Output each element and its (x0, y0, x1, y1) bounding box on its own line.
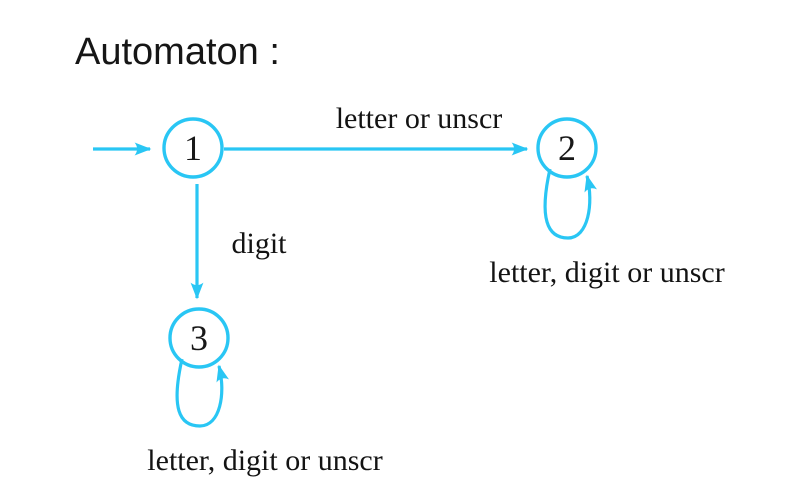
state-2-self-loop (543, 168, 597, 240)
page-title: Automaton : (75, 31, 280, 73)
state-3-node (168, 307, 230, 369)
state-2-label: 2 (558, 128, 576, 168)
state-3-self-loop (175, 358, 229, 428)
state-1-node (162, 117, 224, 179)
edge-1-to-3-label: digit (231, 227, 287, 260)
state-2-loop-label: letter, digit or unscr (489, 256, 724, 289)
state-2-node (536, 117, 598, 179)
state-3-loop-label: letter, digit or unscr (147, 444, 382, 477)
state-3-label: 3 (190, 318, 208, 358)
state-1-label: 1 (184, 128, 202, 168)
edge-1-to-2-label: letter or unscr (336, 102, 503, 135)
